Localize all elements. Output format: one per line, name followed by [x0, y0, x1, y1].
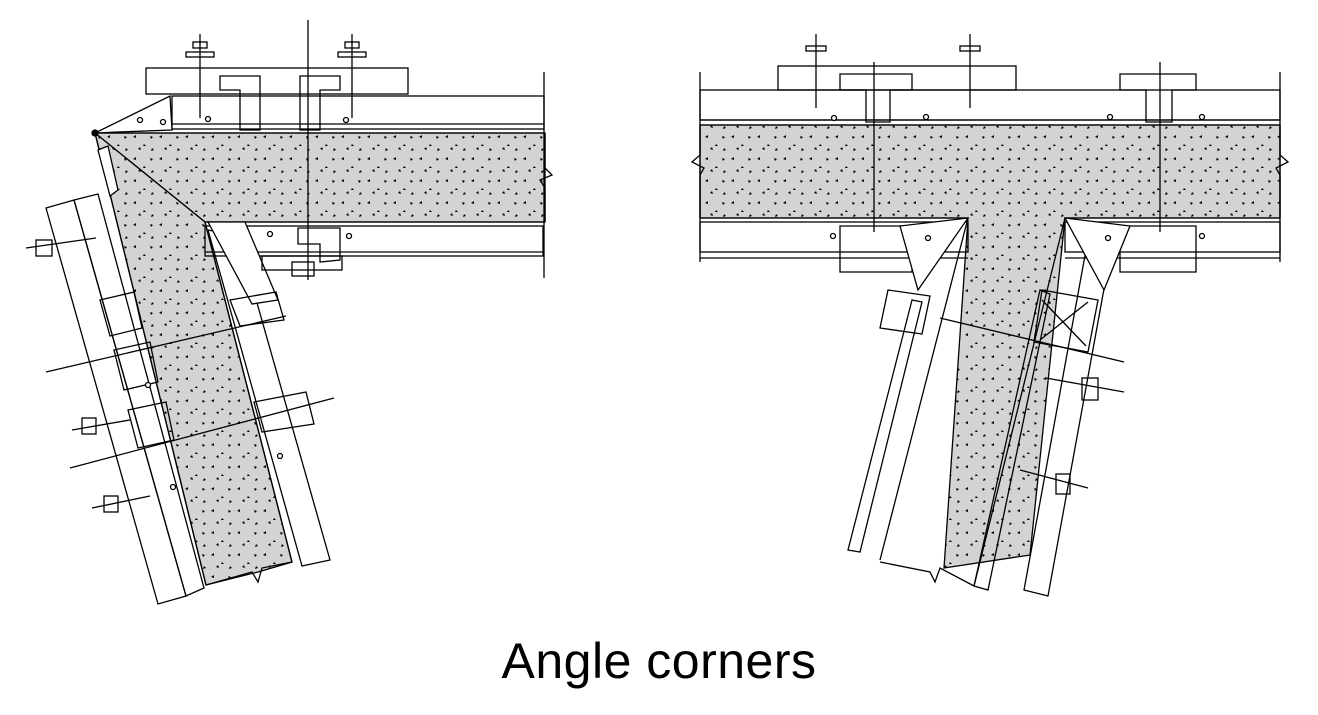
angle-corner-drawing [25, 20, 554, 605]
side-clamps-left [25, 237, 151, 513]
figure-caption: Angle corners [501, 633, 817, 689]
angled-panel-frames [99, 291, 315, 449]
top-clamps [185, 20, 367, 280]
inner-clamps [261, 227, 343, 277]
tee-junction-drawing [690, 34, 1290, 597]
